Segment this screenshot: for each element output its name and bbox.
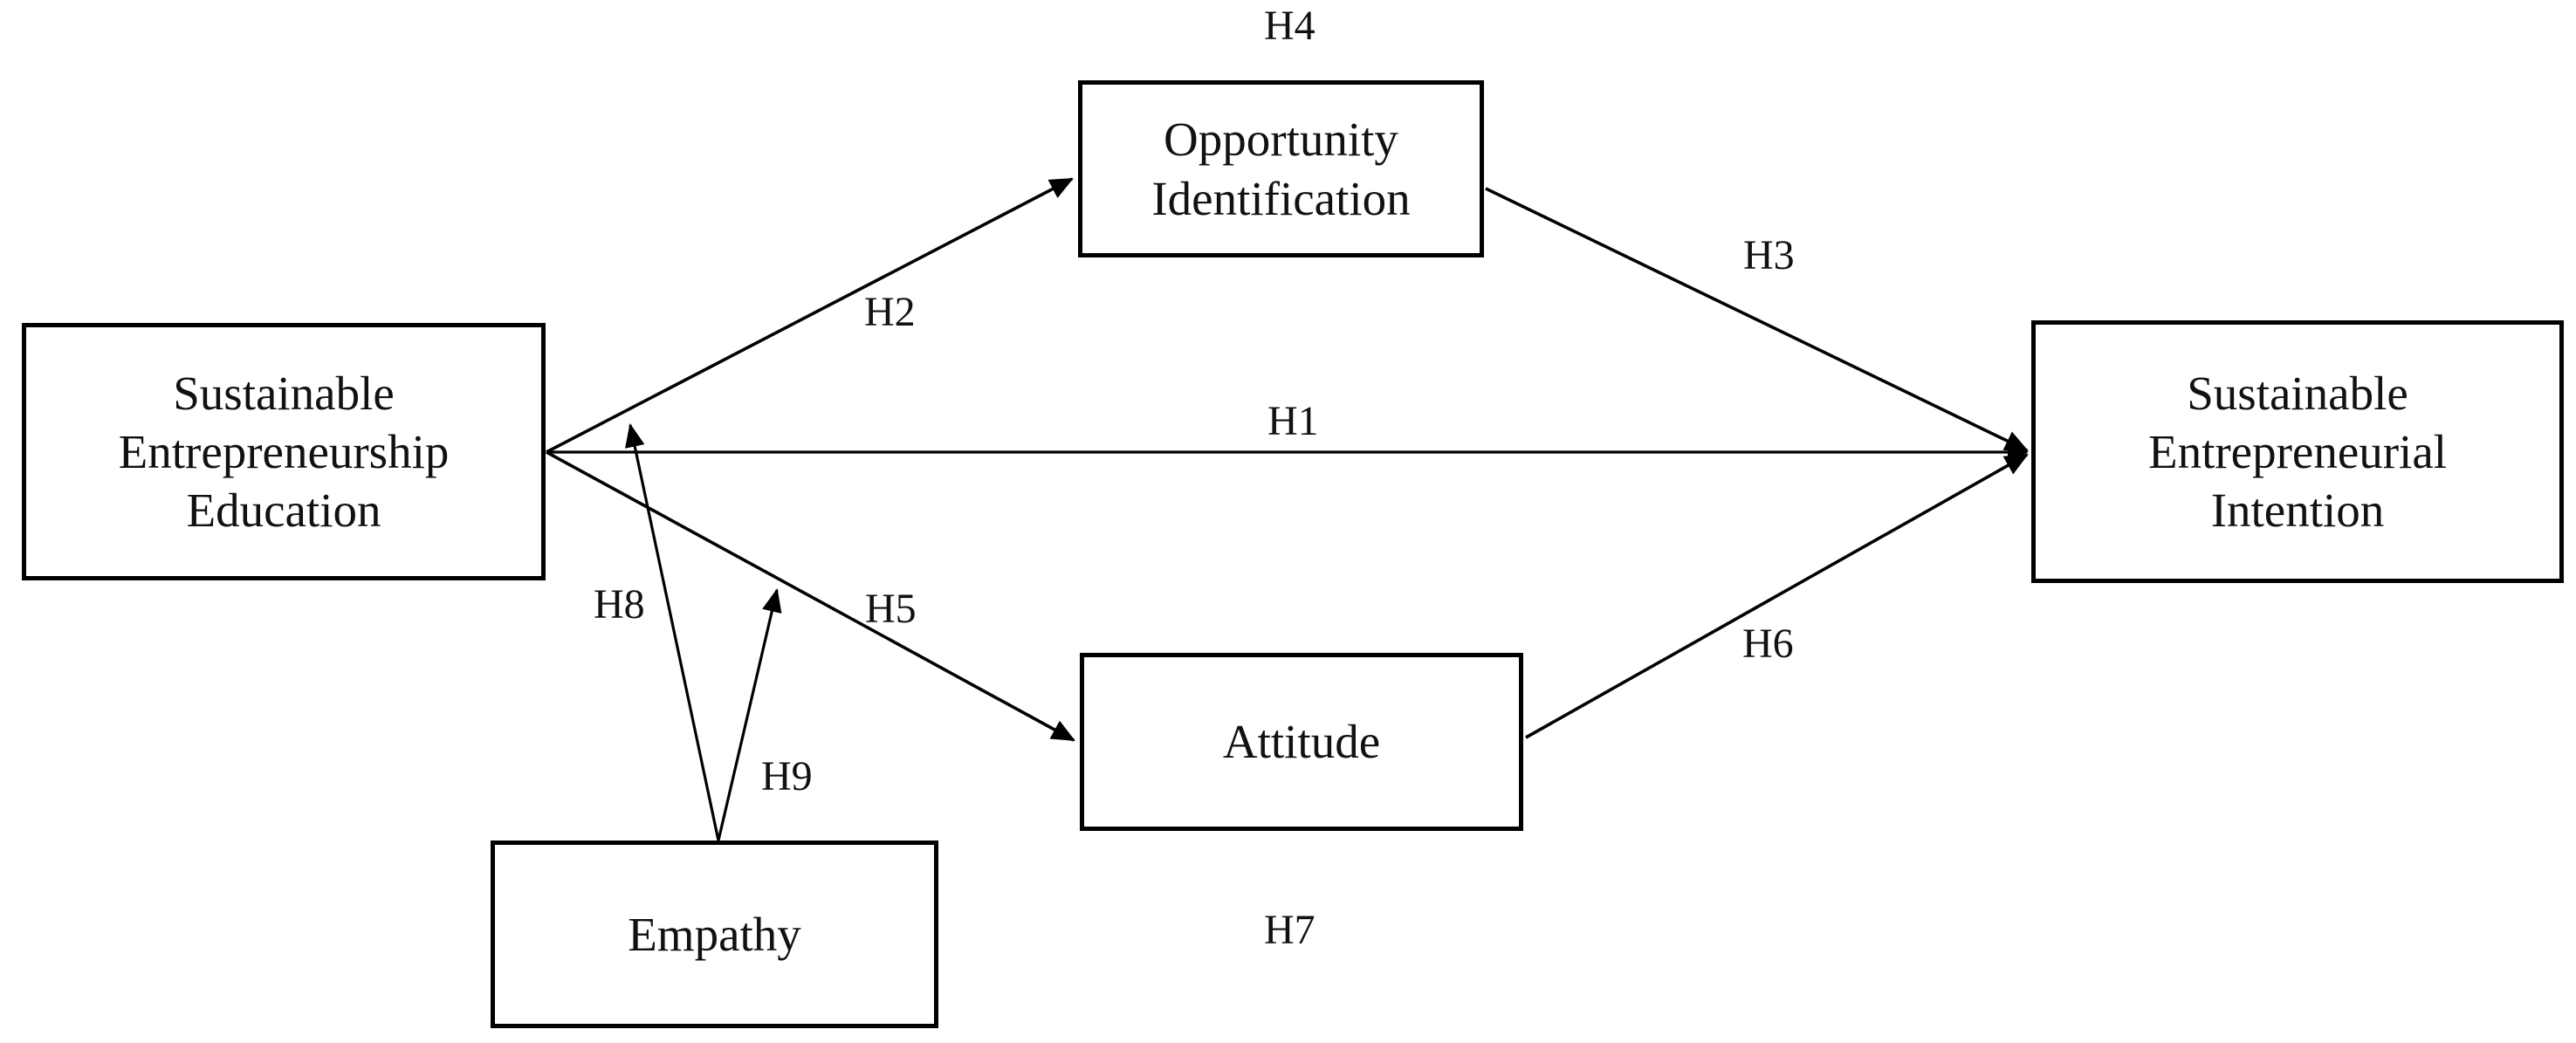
node-label-opportunity-identification: Opportunity Identification: [1151, 113, 1411, 225]
edge-label-h3: H3: [1743, 232, 1795, 278]
edge-h9-line: [717, 587, 782, 841]
edge-label-h6: H6: [1742, 621, 1794, 667]
node-label-see: Sustainable Entrepreneurship Education: [118, 366, 450, 538]
edge-h3-line: [1485, 187, 2029, 452]
node-opportunity-identification[interactable]: Opportunity Identification: [1078, 80, 1484, 257]
node-sustainable-entrepreneurship-education[interactable]: Sustainable Entrepreneurship Education: [22, 323, 546, 580]
edge-h5-line: [546, 450, 1075, 742]
edge-h6-line: [1525, 453, 2029, 739]
edge-label-h5: H5: [865, 586, 917, 632]
node-label-attitude: Attitude: [1222, 715, 1381, 769]
node-label-empathy: Empathy: [628, 907, 801, 961]
edge-h8-line: [625, 422, 720, 841]
edge-h2-line: [546, 177, 1074, 454]
edge-label-h2: H2: [864, 289, 916, 335]
edge-label-h7: H7: [1264, 907, 1315, 953]
node-empathy[interactable]: Empathy: [491, 841, 938, 1028]
node-attitude[interactable]: Attitude: [1080, 653, 1523, 831]
edge-label-h1: H1: [1267, 398, 1319, 444]
edge-label-h4: H4: [1264, 3, 1315, 49]
edge-label-h8: H8: [594, 581, 645, 628]
edge-label-h9: H9: [761, 753, 813, 799]
node-label-sei: Sustainable Entrepreneurial Intention: [2147, 366, 2448, 538]
node-sustainable-entrepreneurial-intention[interactable]: Sustainable Entrepreneurial Intention: [2031, 320, 2564, 583]
